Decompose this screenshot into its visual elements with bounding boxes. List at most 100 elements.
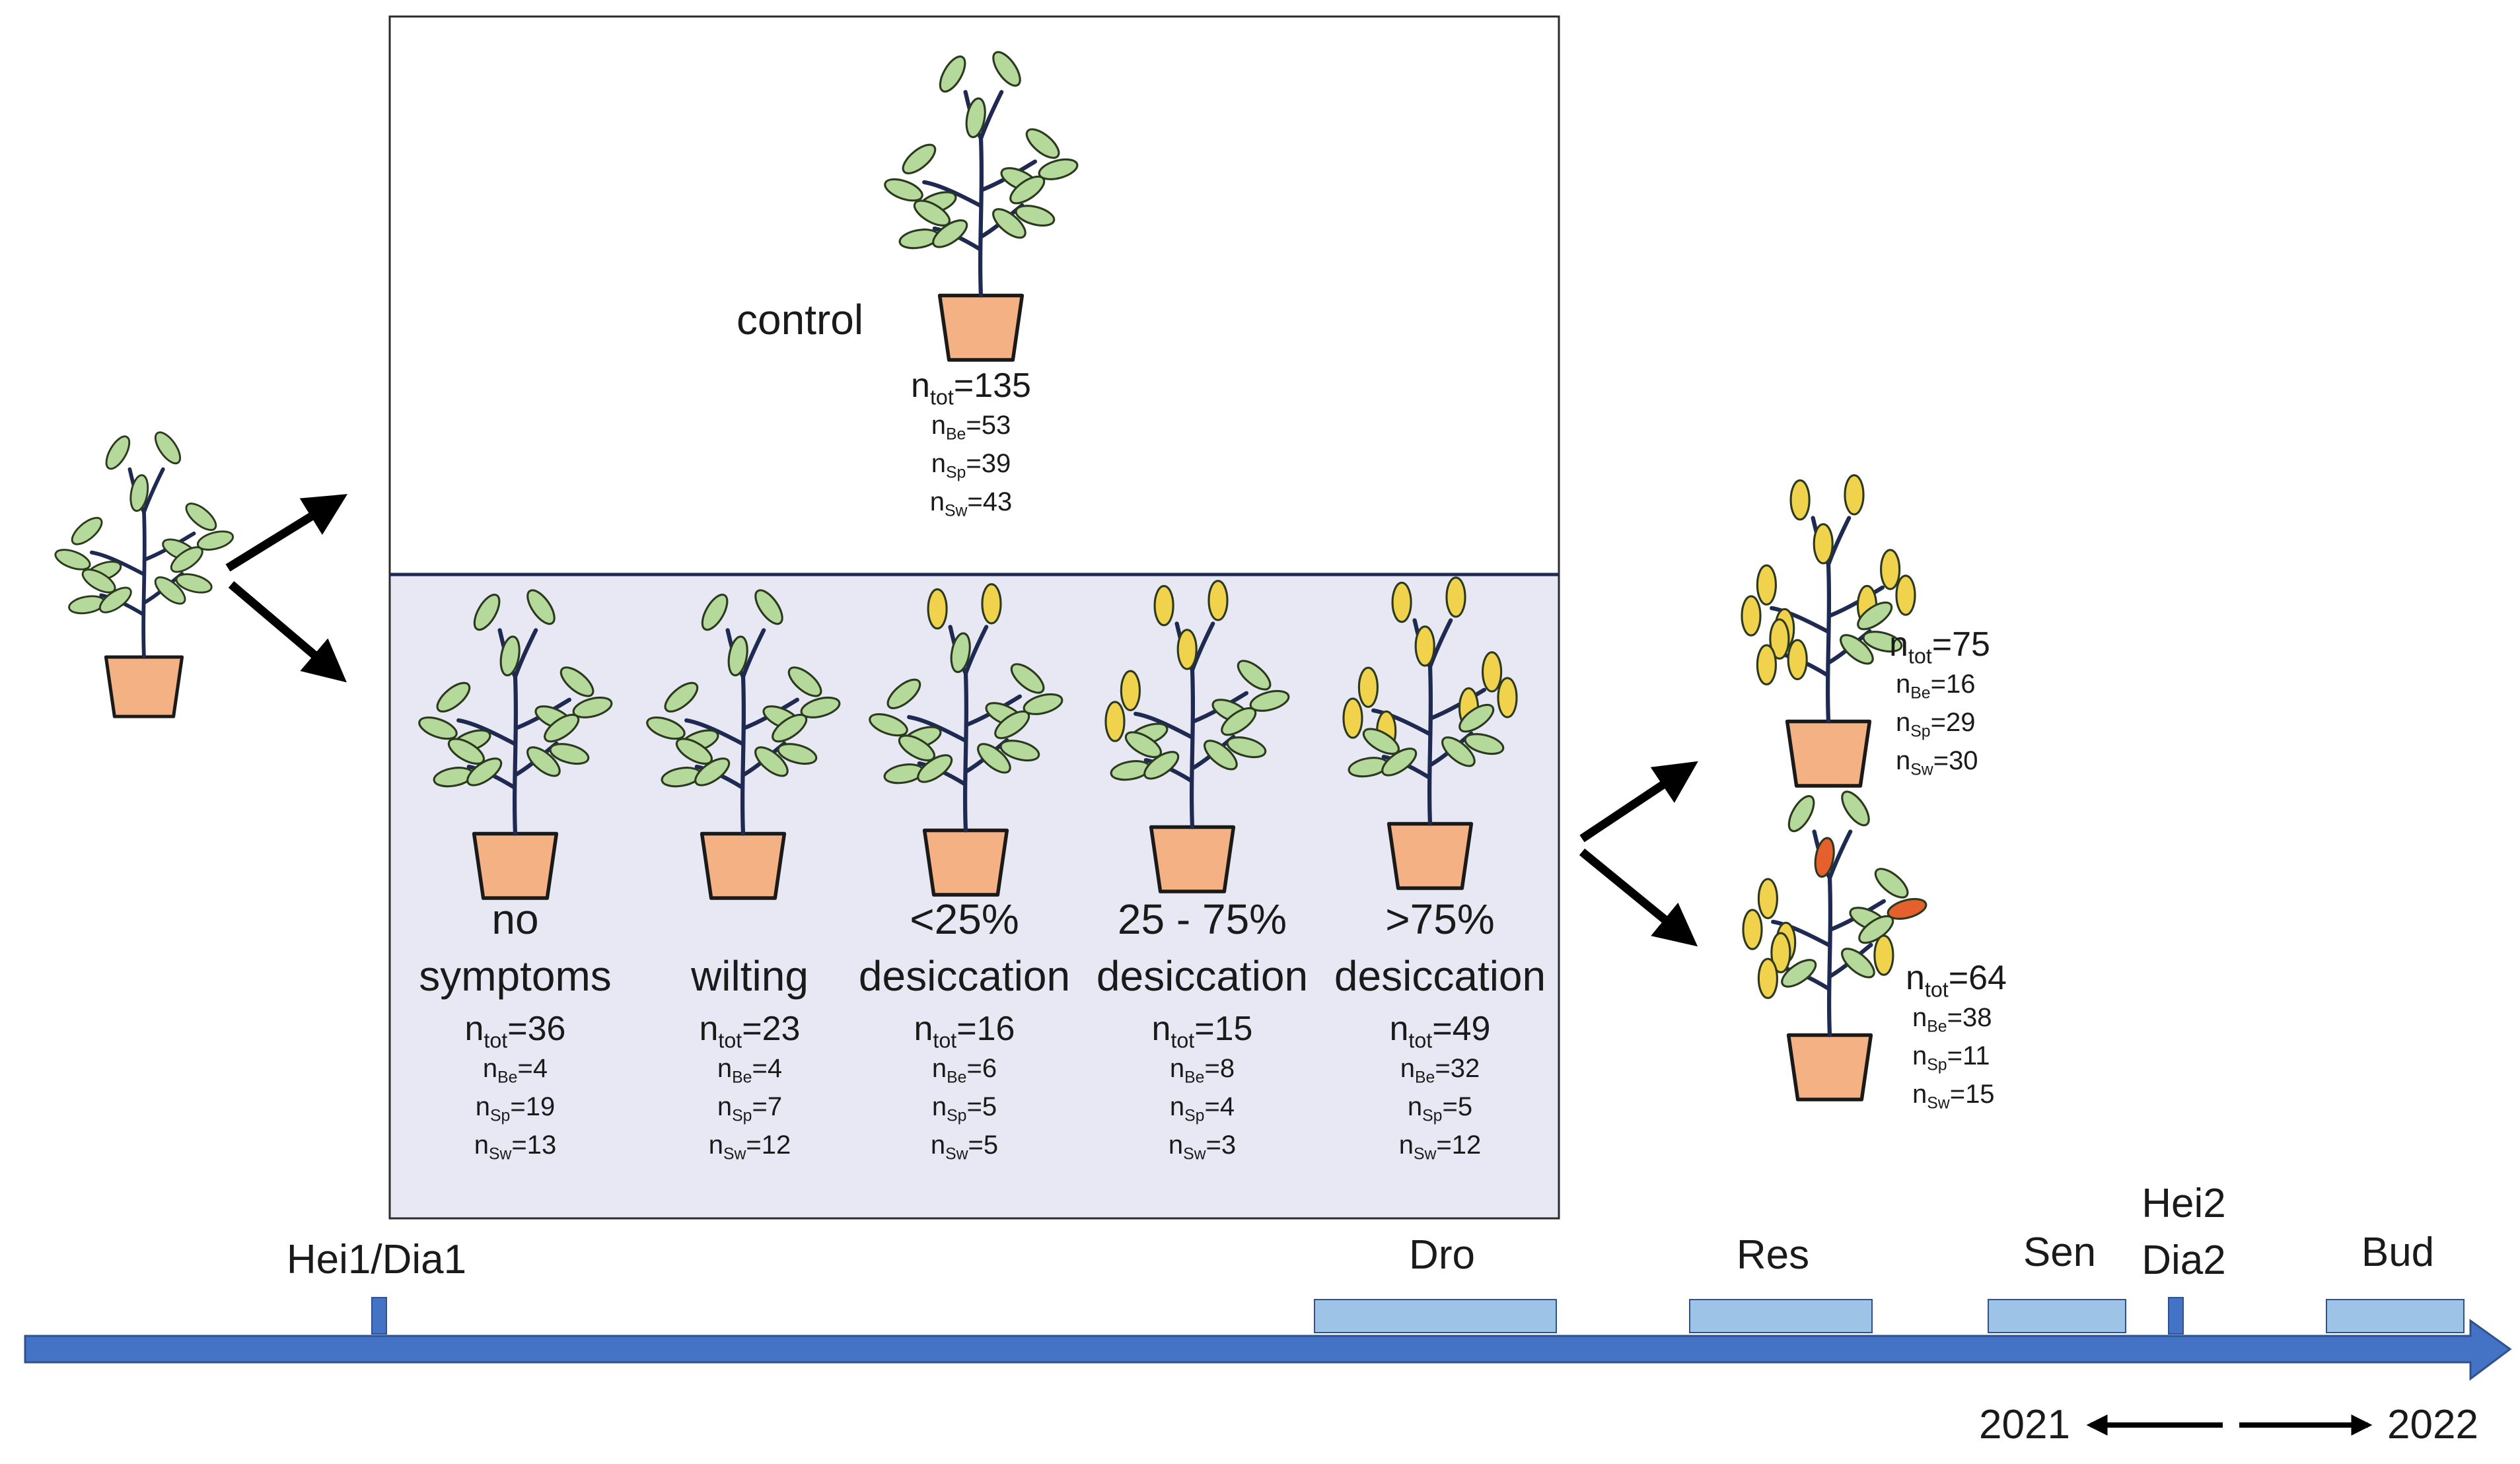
plant-wilting <box>646 589 841 900</box>
leaf <box>965 97 986 139</box>
leaf <box>1841 790 1870 827</box>
stem <box>513 628 538 679</box>
leaf <box>1120 670 1141 712</box>
leaf <box>664 681 699 713</box>
timeline <box>24 1297 2512 1436</box>
leaf <box>884 178 923 202</box>
n-tot: ntot=16 <box>914 1010 1015 1053</box>
control-n-be: nBe=53 <box>931 411 1011 444</box>
stem <box>1134 711 1194 740</box>
control-n-tot: ntot=135 <box>911 366 1031 409</box>
leaf <box>105 435 131 470</box>
n-be: nBe=4 <box>482 1054 548 1087</box>
period-res <box>1689 1299 1873 1333</box>
leaf <box>1741 595 1762 637</box>
leaf <box>1756 644 1778 685</box>
leaf <box>466 757 503 786</box>
leaf <box>1844 474 1865 516</box>
leaf <box>1757 958 1779 999</box>
leaf <box>154 576 186 605</box>
leaf <box>1249 689 1290 712</box>
stem <box>512 674 519 836</box>
leaf <box>1769 618 1790 660</box>
leaf <box>1879 549 1901 590</box>
timeline-label-hei2-dia2: Hei2 Dia2 <box>2142 1175 2226 1288</box>
treatment-label-2: symptoms <box>419 952 612 1000</box>
leaf <box>800 696 841 718</box>
n-sp: nSp=5 <box>1407 1092 1473 1125</box>
leaf <box>1023 693 1063 715</box>
leaf <box>1458 703 1495 733</box>
treatment-lt25: <25% desiccation ntot=16 nBe=6 nSp=5 nSw… <box>852 895 1077 1164</box>
leaf <box>1176 629 1198 670</box>
leaf <box>772 713 808 743</box>
n-be: nBe=16 <box>1896 670 1976 703</box>
leaf <box>1226 736 1267 759</box>
leaf <box>1015 205 1056 227</box>
timeline-label-bud: Bud <box>2361 1230 2435 1275</box>
timeline-label-sen: Sen <box>2023 1230 2097 1275</box>
n-tot: ntot=75 <box>1889 625 1990 668</box>
timeline-label-res: Res <box>1736 1232 1810 1278</box>
leaf <box>1756 564 1778 606</box>
leaf <box>1789 479 1811 521</box>
plant-25-75 <box>1104 580 1290 893</box>
treatment-label-1: <25% <box>910 895 1019 943</box>
outcome-resprouted-counts: ntot=64 nBe=38 nSp=11 nSw=15 <box>1906 959 2038 1112</box>
leaf <box>473 594 501 631</box>
control-label: control <box>737 296 864 343</box>
leaf <box>1025 128 1060 159</box>
n-sp: nSp=4 <box>1169 1092 1235 1125</box>
n-sp: nSp=11 <box>1912 1041 1990 1074</box>
leaf <box>694 757 731 786</box>
leaf <box>71 516 103 545</box>
stem <box>1826 876 1833 1037</box>
n-sw: nSw=5 <box>930 1131 999 1164</box>
leaf <box>526 746 561 777</box>
leaf <box>526 589 556 625</box>
treatment-label-1: no <box>491 895 539 943</box>
split-arrows-left <box>225 494 348 683</box>
leaf <box>196 530 234 551</box>
stem <box>1371 708 1431 736</box>
leaf <box>436 681 471 713</box>
leaf <box>886 678 921 709</box>
n-tot: ntot=64 <box>1906 959 2007 1002</box>
period-bud <box>2326 1299 2465 1333</box>
timeline-label-hei1-dia1: Hei1/Dia1 <box>286 1237 467 1282</box>
leaf <box>869 713 908 737</box>
leaf <box>950 632 971 674</box>
plant-no-symptoms <box>418 589 613 900</box>
n-sw: nSw=12 <box>708 1131 791 1164</box>
plant-control <box>884 51 1079 362</box>
leaf <box>1742 909 1763 950</box>
leaf <box>981 583 1002 625</box>
n-be: nBe=38 <box>1912 1003 1992 1036</box>
event-marker-hei2 <box>2168 1297 2184 1335</box>
year-2021: 2021 <box>1979 1402 2070 1447</box>
pot-shape <box>922 828 1009 897</box>
n-sp: nSp=29 <box>1896 708 1976 741</box>
treatment-label-2: wilting <box>691 952 809 1000</box>
leaf <box>1874 868 1909 899</box>
n-be: nBe=8 <box>1169 1054 1235 1087</box>
leaf <box>544 713 580 743</box>
leaf <box>129 474 149 512</box>
n-sp: nSp=7 <box>717 1092 783 1125</box>
pot-shape <box>1786 1033 1873 1101</box>
leaf <box>1237 660 1272 691</box>
leaf <box>1887 897 1927 920</box>
n-tot: ntot=15 <box>1151 1010 1253 1053</box>
leaf <box>1381 748 1418 777</box>
treatment-label-1: 25 - 75% <box>1117 895 1287 943</box>
leaf <box>54 549 91 571</box>
leaf <box>1464 733 1505 755</box>
n-sw: nSw=12 <box>1398 1131 1482 1164</box>
leaf <box>1207 580 1229 621</box>
leaf <box>1840 634 1874 665</box>
leaf <box>175 573 213 594</box>
leaf <box>994 710 1030 740</box>
leaf <box>549 743 590 765</box>
treatment-label-2: desiccation <box>1334 952 1546 1000</box>
leaf <box>727 635 748 677</box>
